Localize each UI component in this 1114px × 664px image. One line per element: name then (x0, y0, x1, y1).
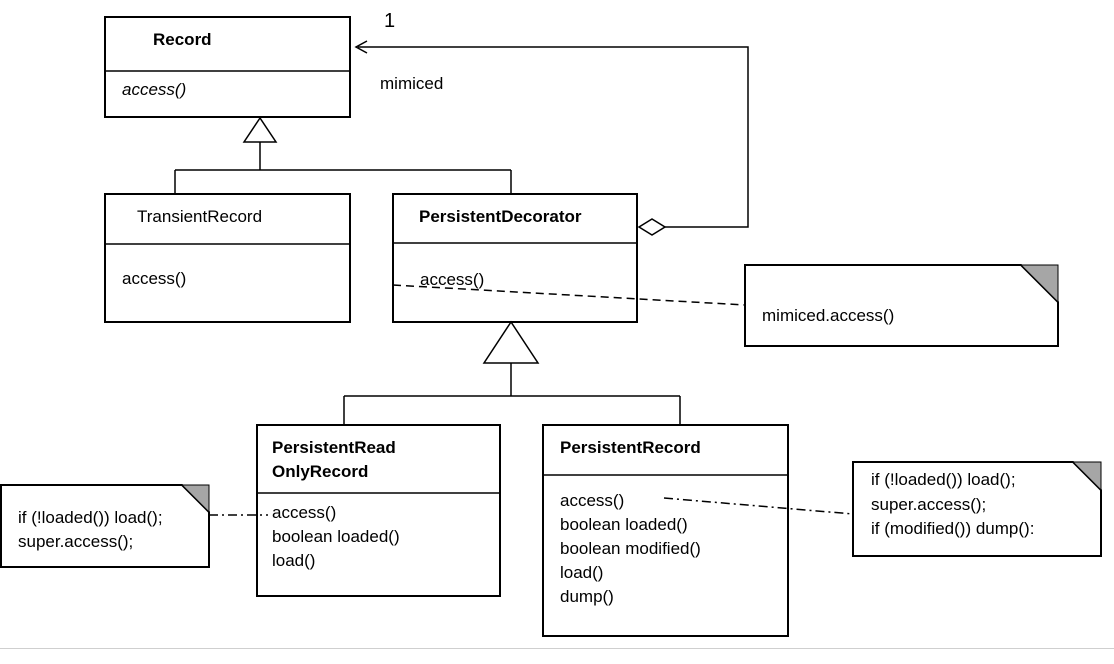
note-readonly-line1: if (!loaded()) load(); (18, 508, 163, 527)
note-readonly-fold (180, 484, 210, 514)
class-readonly-method-access: access() (272, 503, 336, 522)
bottom-divider (0, 648, 1114, 649)
note-persistent-record-line1: if (!loaded()) load(); (871, 470, 1016, 489)
note-persistent-record-box (852, 461, 1102, 557)
class-transient-record-name: TransientRecord (137, 207, 262, 226)
aggregation-arrowhead (354, 40, 368, 54)
class-persistent-record-method-loaded: boolean loaded() (560, 515, 688, 534)
note-persistent-record-line2: super.access(); (871, 495, 986, 514)
class-readonly-name-line2: OnlyRecord (272, 462, 368, 481)
note-decorator-text: mimiced.access() (762, 306, 894, 325)
note-decorator-connector (392, 284, 746, 306)
note-persistent-record-line3: if (modified()) dump(): (871, 519, 1034, 538)
note-readonly: if (!loaded()) load(); super.access(); (0, 484, 210, 568)
class-readonly-box (256, 424, 501, 597)
class-persistent-decorator: PersistentDecorator access() (392, 193, 638, 323)
inheritance-triangle-decorator (482, 320, 540, 364)
note-readonly-line2: super.access(); (18, 532, 133, 551)
note-readonly-box (0, 484, 210, 568)
class-persistent-decorator-method: access() (420, 270, 484, 289)
class-persistent-decorator-box (392, 193, 638, 323)
note-persistent-record-fold (1071, 461, 1102, 492)
inheritance-triangle-record (242, 116, 278, 143)
class-readonly-name-line1: PersistentRead (272, 438, 396, 457)
class-persistent-record-box (542, 424, 789, 637)
class-transient-record: TransientRecord access() (104, 193, 351, 323)
class-persistent-record-method-dump: dump() (560, 587, 614, 606)
aggregation-diamond (637, 218, 667, 236)
note-decorator-box (744, 264, 1059, 347)
association-multiplicity: 1 (384, 10, 395, 32)
class-transient-record-method: access() (122, 269, 186, 288)
note-persistent-record-connector (663, 497, 854, 515)
class-transient-record-box (104, 193, 351, 323)
class-persistent-record-name: PersistentRecord (560, 438, 701, 457)
class-record-box (104, 16, 351, 118)
class-persistent-record: PersistentRecord access() boolean loaded… (542, 424, 789, 637)
class-persistent-decorator-name: PersistentDecorator (419, 207, 582, 226)
class-readonly-method-load: load() (272, 551, 315, 570)
class-persistent-record-method-load: load() (560, 563, 603, 582)
class-persistent-record-method-access: access() (560, 491, 624, 510)
note-decorator: mimiced.access() (744, 264, 1059, 347)
class-persistent-readonly-record: PersistentRead OnlyRecord access() boole… (256, 424, 501, 597)
note-decorator-fold (1019, 264, 1059, 304)
aggregation-line (358, 46, 749, 228)
generalization-to-record (174, 116, 512, 194)
association-role: mimiced (380, 74, 443, 93)
class-record: Record access() (104, 16, 351, 118)
note-persistent-record: if (!loaded()) load(); super.access(); i… (852, 461, 1102, 557)
aggregation-mimiced: 1 mimiced (354, 10, 749, 236)
class-record-name: Record (153, 30, 212, 49)
generalization-to-decorator (343, 320, 681, 425)
class-record-method: access() (122, 80, 186, 99)
class-readonly-method-loaded: boolean loaded() (272, 527, 400, 546)
class-persistent-record-method-modified: boolean modified() (560, 539, 701, 558)
